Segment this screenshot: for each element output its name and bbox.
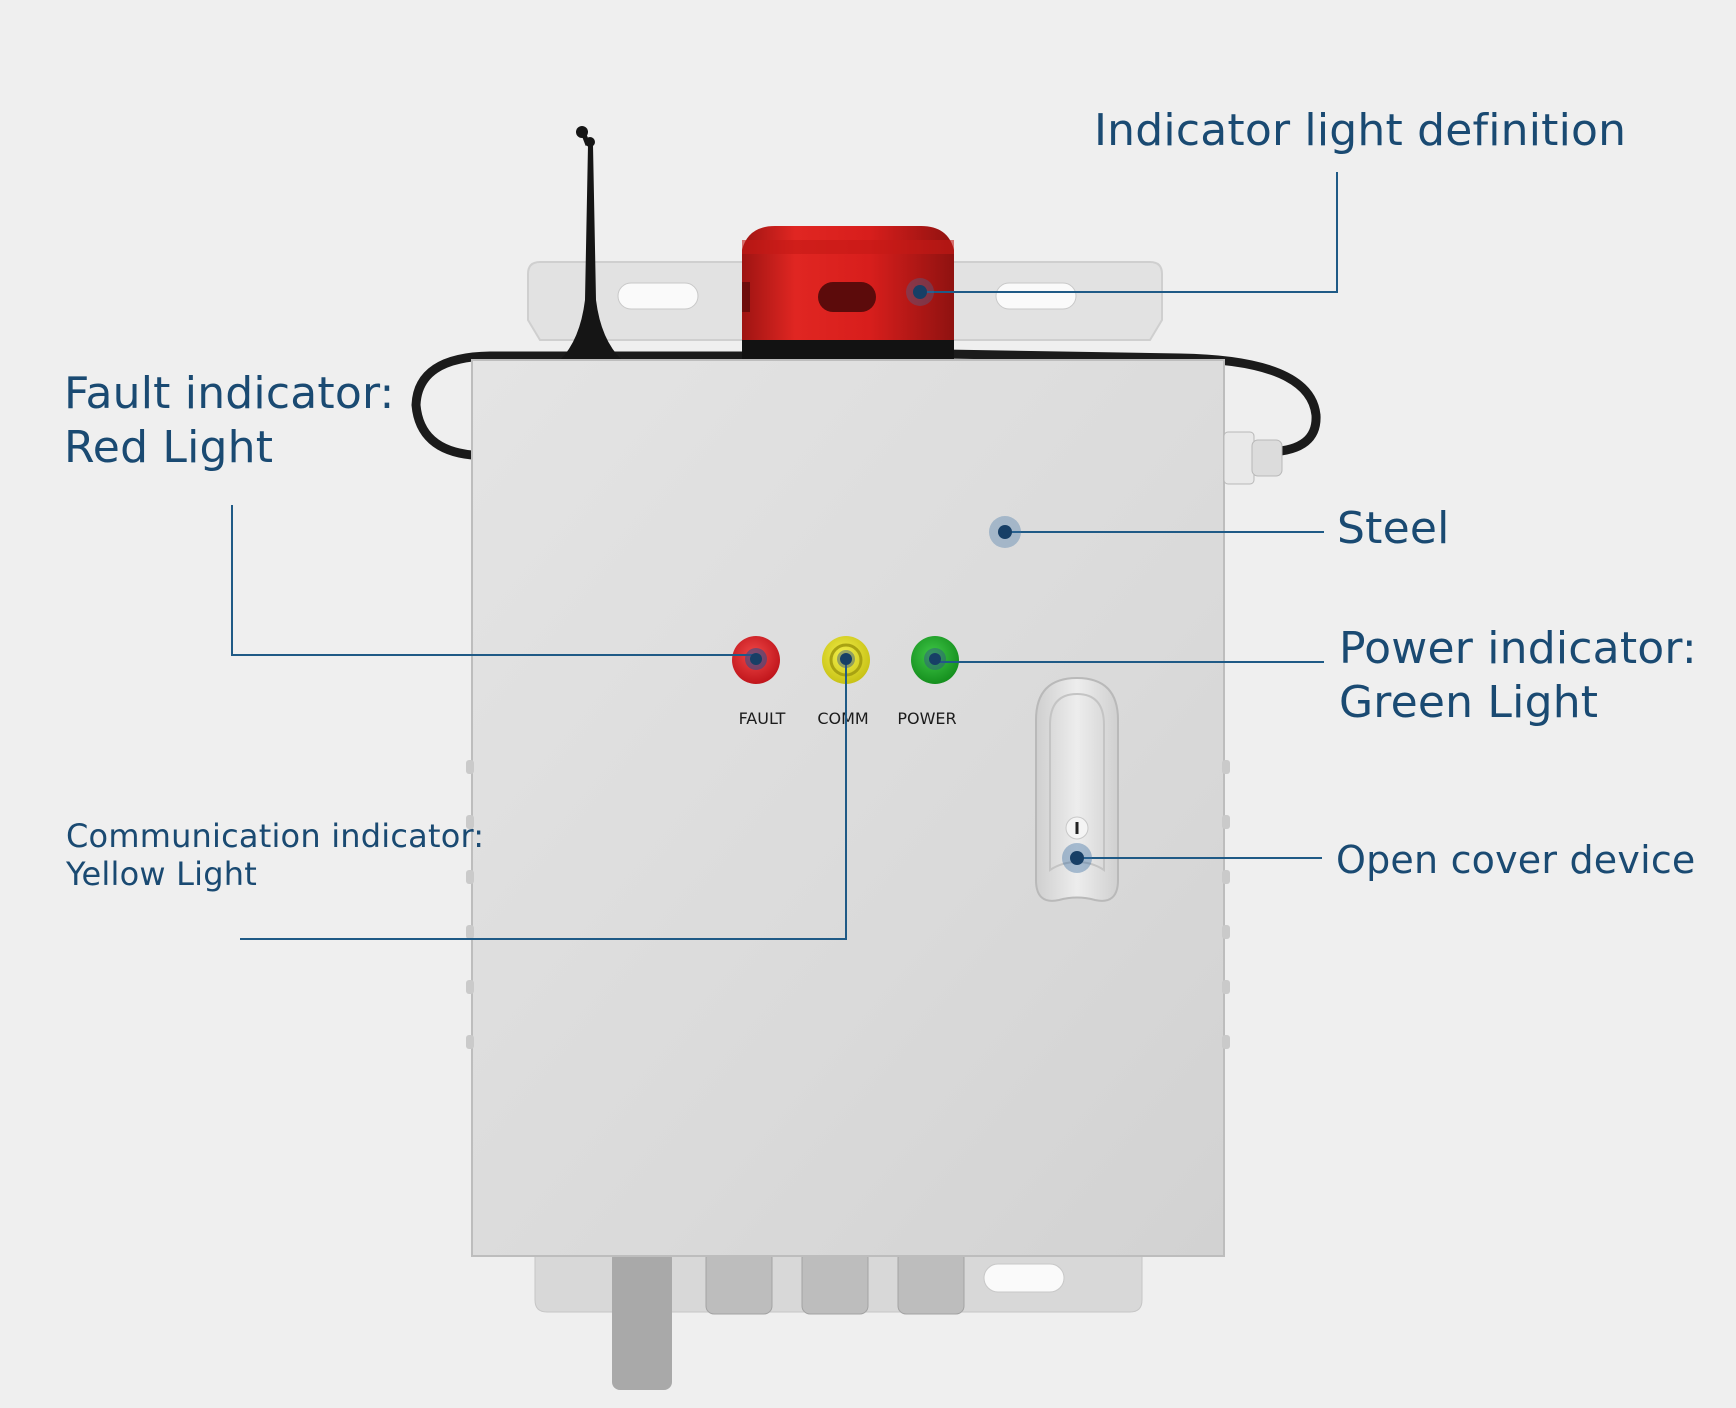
power-panel-label: POWER <box>897 709 956 728</box>
communication-indicator-title: Communication indicator: <box>66 817 485 855</box>
fault-indicator-color: Red Light <box>64 422 274 473</box>
open-cover-label: Open cover device <box>1336 838 1696 882</box>
cable-gland <box>1223 431 1283 485</box>
communication-indicator-color: Yellow Light <box>66 855 257 893</box>
steel-label: Steel <box>1337 503 1450 554</box>
indicator-light-label: Indicator light definition <box>1094 105 1627 156</box>
fault-indicator-label: Fault indicator: Red Light <box>64 367 395 475</box>
antenna <box>560 126 622 360</box>
power-indicator-color: Green Light <box>1339 677 1599 728</box>
comm-panel-label: COMM <box>817 709 868 728</box>
latch-marker <box>1062 843 1092 873</box>
fault-panel-label: FAULT <box>739 709 786 728</box>
power-indicator-title: Power indicator: <box>1339 623 1697 674</box>
communication-indicator-label: Communication indicator: Yellow Light <box>66 817 484 893</box>
fault-indicator-title: Fault indicator: <box>64 368 395 419</box>
leader-lines <box>231 172 1338 940</box>
steel-marker <box>989 516 1021 548</box>
fault-marker <box>745 648 767 670</box>
beacon-marker <box>906 278 934 306</box>
callout-markers <box>745 278 1092 873</box>
power-marker <box>924 648 946 670</box>
mounting-bracket-bottom <box>534 1239 1143 1390</box>
comm-marker <box>837 650 855 668</box>
power-indicator-label: Power indicator: Green Light <box>1339 622 1697 730</box>
cover-latch <box>1035 676 1119 902</box>
beacon-light <box>742 226 954 362</box>
